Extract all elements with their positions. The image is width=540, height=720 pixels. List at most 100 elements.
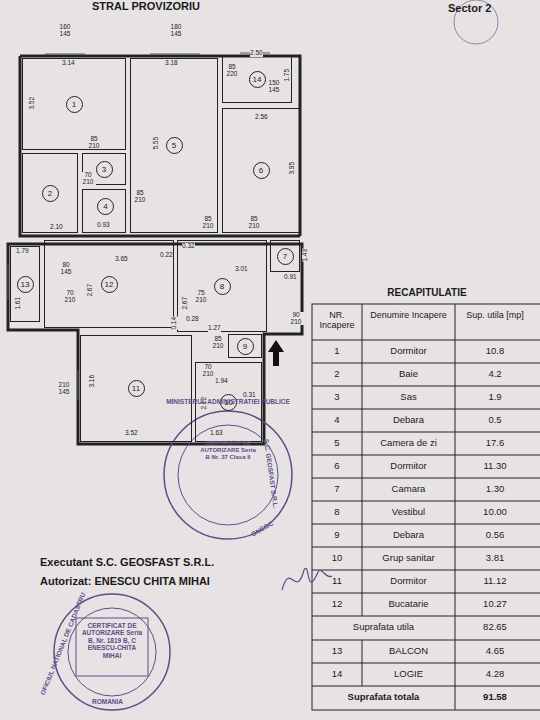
- room-number: 7: [277, 248, 294, 265]
- dimension: 3.52: [125, 430, 138, 437]
- opening-size: 80 145: [58, 262, 74, 275]
- table-cell: Dormitor: [362, 346, 455, 357]
- dimension: 3.95: [289, 162, 296, 175]
- footer-text: Executant S.C. GEOSFAST S.R.L.: [40, 556, 214, 569]
- table-cell: Camara: [362, 484, 455, 495]
- table-cell: 4.2: [455, 369, 535, 380]
- table-cell: 11.30: [455, 461, 535, 472]
- opening-size: 210 145: [56, 382, 72, 395]
- room-number: 12: [101, 276, 118, 293]
- header-text: Sector 2: [448, 2, 491, 15]
- room-number: 14: [249, 71, 266, 88]
- stamp-text: ROMANIA: [92, 698, 123, 705]
- table-cell: 1.30: [455, 484, 535, 495]
- table-cell: 82.65: [455, 622, 535, 633]
- table-cell: Vestibul: [362, 507, 455, 518]
- dimension: 0.14: [171, 317, 178, 330]
- table-cell: 1: [312, 346, 362, 357]
- table-cell: Debara: [362, 530, 455, 541]
- stamp-text: MINISTERUL ADMINISTRATIEI PUBLICE: [160, 398, 296, 405]
- opening-size: 70 210: [80, 172, 96, 185]
- table-cell: 2: [312, 369, 362, 380]
- dimension: 0.28: [186, 316, 199, 323]
- table-cell: Denumire Incapere: [362, 310, 455, 320]
- table-cell: Sas: [362, 392, 455, 403]
- table-cell: 11: [312, 576, 362, 587]
- table-cell: 9: [312, 530, 362, 541]
- dimension: 3.14: [62, 60, 75, 67]
- opening-size: 85 210: [200, 216, 216, 229]
- recap-table: [312, 304, 540, 710]
- stamp-text: ONCGC: [250, 519, 275, 538]
- dimension: 1.27: [208, 325, 221, 332]
- dimension: 1.75: [284, 69, 291, 82]
- outer-walls: [8, 53, 302, 444]
- table-cell: 5: [312, 438, 362, 449]
- table-cell: RECAPITULATIE: [362, 287, 492, 299]
- opening-size: 85 210: [246, 216, 262, 229]
- opening-size: 70 210: [200, 364, 216, 377]
- dimension: 2.67: [182, 297, 189, 310]
- table-cell: 4: [312, 415, 362, 426]
- table-cell: 8: [312, 507, 362, 518]
- header-text: STRAL PROVIZORIU: [92, 0, 200, 13]
- opening-size: 85 210: [86, 136, 102, 149]
- table-cell: 10: [312, 553, 362, 564]
- table-cell: Grup sanitar: [362, 553, 455, 564]
- table-cell: BALCON: [362, 646, 455, 657]
- table-cell: 13: [312, 646, 362, 657]
- opening-size: 180 145: [168, 24, 184, 37]
- stamp-text: CERTIFICAT DE AUTORIZARE Seria B, Nr. 18…: [80, 622, 144, 659]
- room-number: 2: [42, 185, 59, 202]
- opening-size: 85 210: [210, 336, 226, 349]
- stamp-text: OFICIUL NATIONAL DE CADASTRU: [39, 591, 87, 696]
- table-cell: 17.6: [455, 438, 535, 449]
- room: 12: [44, 240, 174, 328]
- room-number: 6: [253, 162, 270, 179]
- table-cell: Bucatarie: [362, 599, 455, 610]
- dimension: 1.43: [302, 249, 309, 262]
- table-cell: Baie: [362, 369, 455, 380]
- opening-size: 160 145: [57, 24, 73, 37]
- room: 5: [130, 58, 218, 233]
- table-cell: 10.27: [455, 599, 535, 610]
- room: 11: [80, 335, 192, 442]
- dimension: 0.32: [182, 243, 195, 250]
- room-number: 5: [166, 137, 183, 154]
- table-cell: Suprafata utila: [312, 622, 455, 633]
- dimension: 1.94: [215, 378, 228, 385]
- dimension: 3.18: [165, 60, 178, 67]
- table-cell: Debara: [362, 415, 455, 426]
- table-cell: 6: [312, 461, 362, 472]
- opening-size: 85 210: [132, 190, 148, 203]
- table-cell: Sup. utila [mp]: [455, 310, 535, 320]
- room-number: 1: [66, 96, 83, 113]
- dimension: 0.31: [243, 392, 256, 399]
- table-cell: 1.9: [455, 392, 535, 403]
- table-cell: 4.65: [455, 646, 535, 657]
- stamps: [54, 0, 498, 710]
- room: 9: [228, 334, 262, 358]
- dimension: 0.91: [284, 274, 297, 281]
- table-cell: 11.12: [455, 576, 535, 587]
- table-cell: NR. Incapere: [312, 310, 362, 331]
- dimension: 0.22: [160, 252, 173, 259]
- table-cell: 3.81: [455, 553, 535, 564]
- opening-size: 85 220: [224, 64, 240, 77]
- room: 1: [22, 58, 126, 150]
- table-cell: 0.56: [455, 530, 535, 541]
- table-cell: 10.00: [455, 507, 535, 518]
- stamp-text: CERTIFICAT DE AUTORIZARE Seria B Nr. 37 …: [200, 440, 256, 461]
- room-number: 9: [237, 338, 254, 355]
- room-number: 4: [97, 198, 114, 215]
- table-cell: 10.8: [455, 346, 535, 357]
- dimension: 3.52: [29, 97, 36, 110]
- room-number: 13: [17, 276, 34, 293]
- room: 2: [22, 153, 78, 233]
- dimension: 2.56: [255, 114, 268, 121]
- table-cell: 12: [312, 599, 362, 610]
- footer-text: Autorizat: ENESCU CHITA MIHAI: [40, 575, 210, 588]
- dimension: 3.65: [115, 256, 128, 263]
- dimension: 2.10: [50, 224, 63, 231]
- opening-size: 70 210: [62, 290, 78, 303]
